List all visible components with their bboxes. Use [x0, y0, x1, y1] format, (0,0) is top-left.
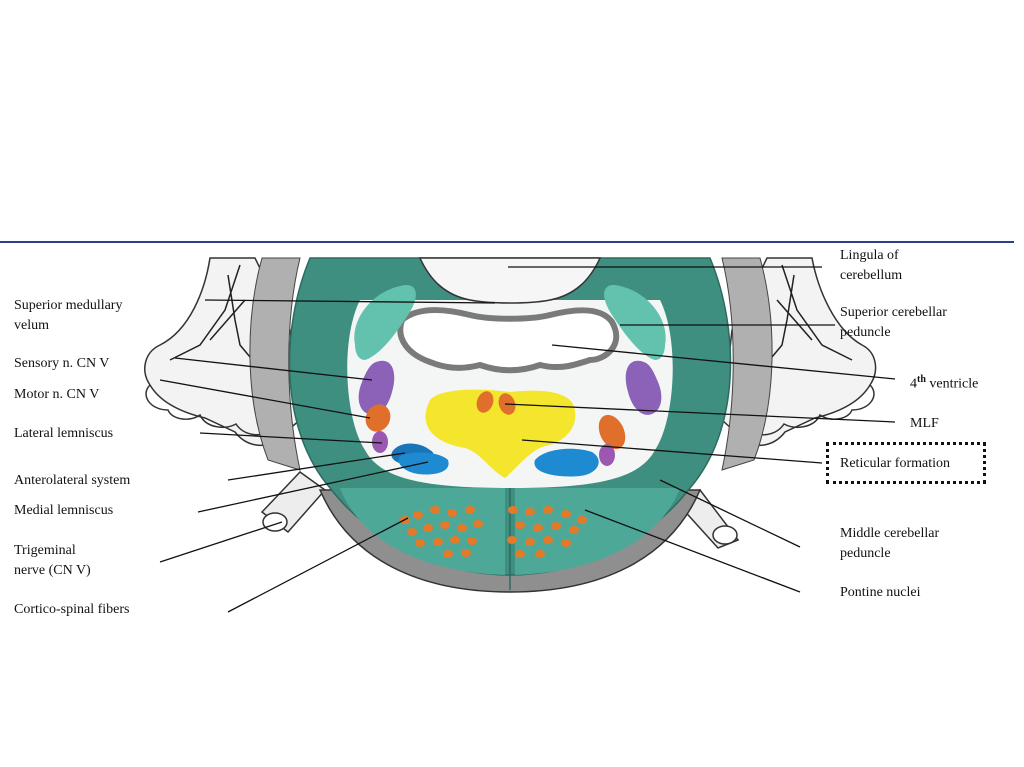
- label-anterolateral-system: Anterolateral system: [14, 471, 130, 490]
- label-lingula-line1: Lingula of: [840, 246, 899, 265]
- label-mlf: MLF: [910, 414, 939, 433]
- label-mcp-line1: Middle cerebellar: [840, 524, 939, 543]
- label-scp-line2: peduncle: [840, 323, 891, 342]
- label-lateral-lemniscus: Lateral lemniscus: [14, 424, 113, 443]
- label-sensory-n-cn-v: Sensory n. CN V: [14, 354, 109, 373]
- fourth-ventricle: [400, 310, 616, 370]
- ventricle-number: 4: [910, 377, 917, 392]
- leader-trigeminal: [160, 522, 282, 562]
- label-mcp-line2: peduncle: [840, 544, 891, 563]
- label-trigeminal-line1: Trigeminal: [14, 541, 76, 560]
- label-medial-lemniscus: Medial lemniscus: [14, 501, 113, 520]
- left-trigeminal-end: [263, 513, 287, 531]
- label-reticular-formation: Reticular formation: [840, 454, 950, 473]
- ventricle-superscript: th: [917, 374, 926, 385]
- label-scp-line1: Superior cerebellar: [840, 303, 947, 322]
- label-motor-n-cn-v: Motor n. CN V: [14, 385, 99, 404]
- leader-corticospinal: [228, 518, 408, 612]
- label-pontine-nuclei: Pontine nuclei: [840, 583, 921, 602]
- label-lingula-line2: cerebellum: [840, 266, 902, 285]
- label-cortico-spinal-fibers: Cortico-spinal fibers: [14, 600, 129, 619]
- label-superior-medullary-velum-line2: velum: [14, 316, 49, 335]
- ventricle-word: ventricle: [926, 377, 978, 392]
- label-4th-ventricle: 4th ventricle: [910, 370, 978, 394]
- label-trigeminal-line2: nerve (CN V): [14, 561, 91, 580]
- right-trigeminal-end: [713, 526, 737, 544]
- label-superior-medullary-velum-line1: Superior medullary: [14, 296, 122, 315]
